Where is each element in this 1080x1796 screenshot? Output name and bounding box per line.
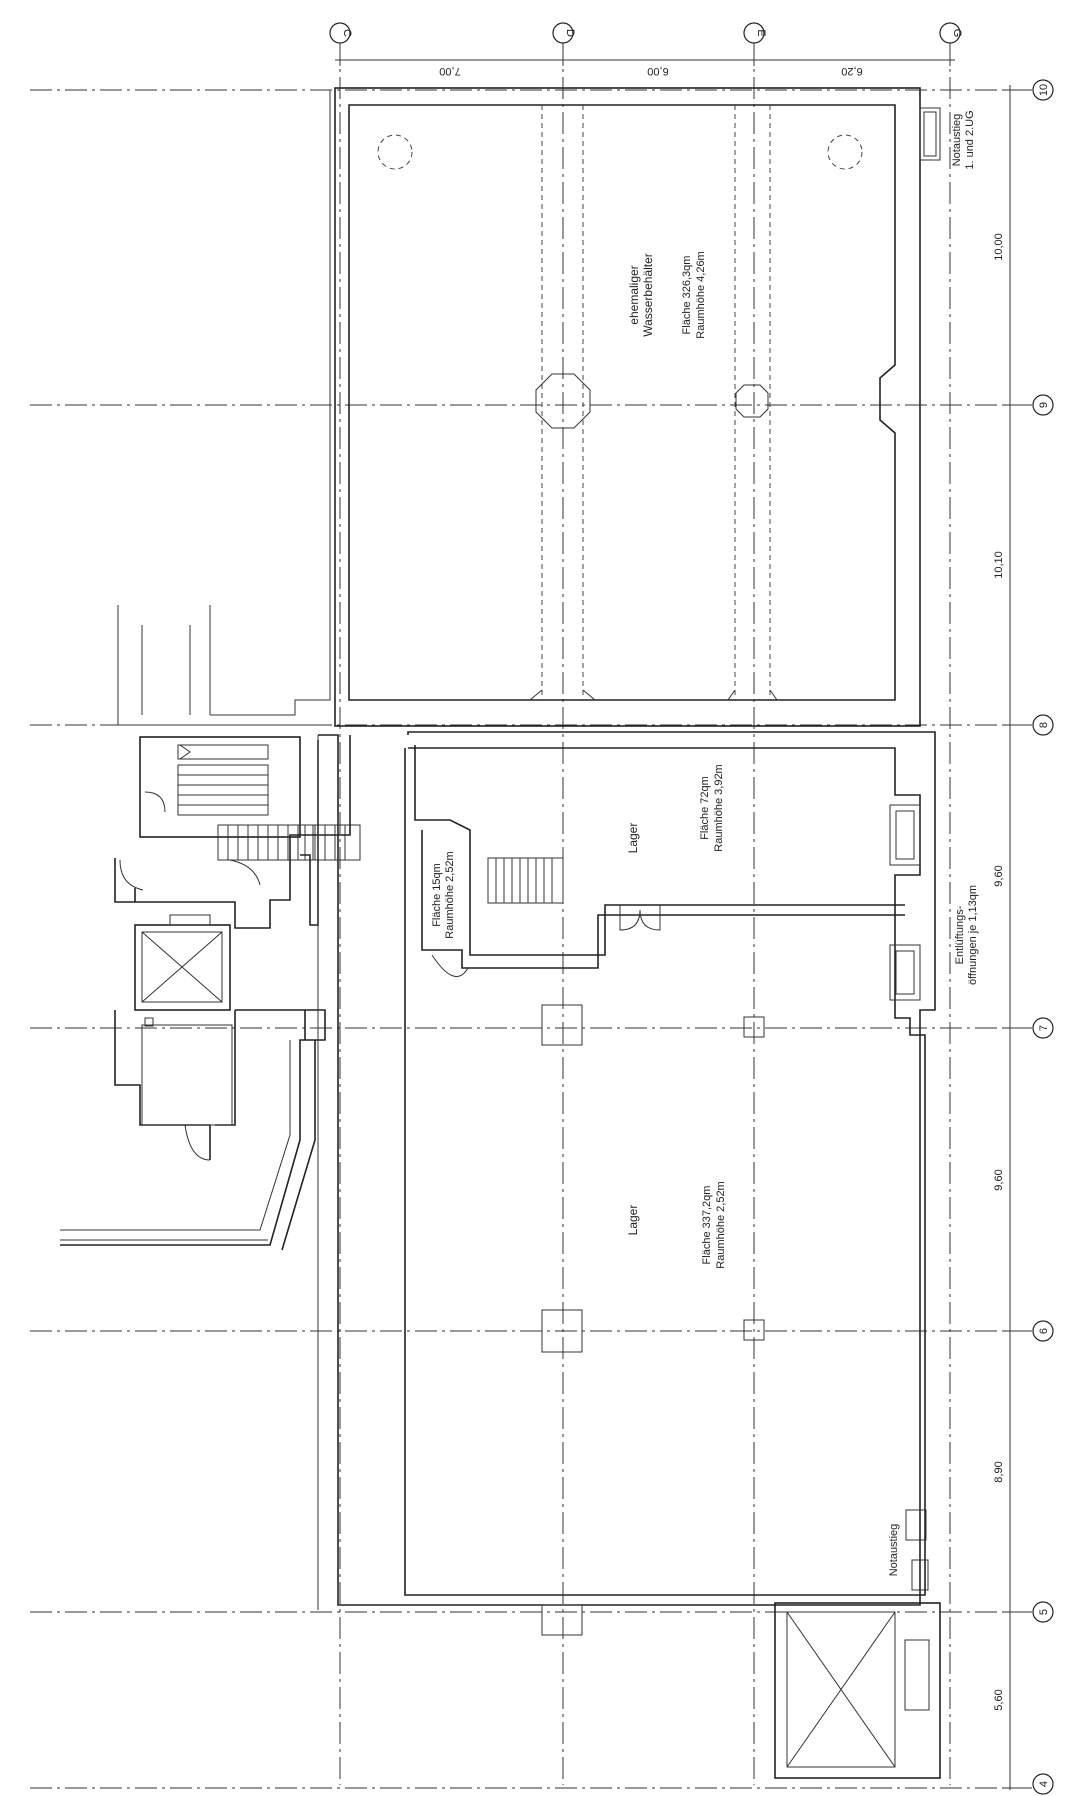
- storage-big-height: Raumhöhe 2,52m: [715, 1181, 727, 1268]
- storage-big-area: Fläche 337,2qm: [701, 1186, 713, 1265]
- grid-bubbles-rows: 10 9 8 7 6 5 4: [1032, 79, 1054, 1795]
- ventilation-note-line2: öffnungen je 1,13qm: [967, 885, 979, 985]
- grid-label-7: 7: [1038, 1025, 1050, 1031]
- grid-bubbles-columns: C D E G: [329, 22, 963, 44]
- grid-label-9: 9: [1038, 402, 1050, 408]
- small-room-height: Raumhöhe 2,52m: [444, 851, 456, 938]
- grid-label-c: C: [341, 29, 353, 37]
- dimension-9-8: 10,10: [993, 551, 1005, 579]
- storage-building-structure: [318, 731, 941, 1779]
- emergency-exit-top-line2: 1. und 2.UG: [964, 110, 976, 169]
- grid-label-5: 5: [1038, 1609, 1050, 1615]
- ventilation-note-line1: Entlüftungs-: [954, 905, 966, 964]
- water-tank-structure: [334, 87, 941, 727]
- dimension-line-right: 10,00 10,10 9,60 9,60 8,90 5,60: [993, 85, 1016, 1790]
- dimension-8-7: 9,60: [993, 865, 1005, 886]
- grid-label-10: 10: [1038, 84, 1050, 96]
- grid-label-d: D: [564, 29, 576, 37]
- left-annex-structure: [60, 90, 361, 1610]
- grid-label-8: 8: [1038, 722, 1050, 728]
- dimension-6-5: 8,90: [993, 1461, 1005, 1482]
- grid-lines: [30, 42, 1035, 1789]
- water-tank-name-line2: Wasserbehälter: [641, 253, 655, 337]
- water-tank-height: Raumhöhe 4,26m: [695, 251, 707, 338]
- dimension-10-9: 10,00: [993, 233, 1005, 261]
- small-room-area: Fläche 15qm: [431, 863, 443, 927]
- dimension-eg: 6,20: [841, 65, 862, 77]
- dimension-line-top: 7,00 6,00 6,20: [335, 54, 955, 77]
- water-tank-name-line1: ehemaliger: [627, 265, 641, 324]
- dimension-de: 6,00: [647, 65, 668, 77]
- grid-label-g: G: [951, 29, 963, 38]
- storage-small-height: Raumhöhe 3,92m: [713, 764, 725, 851]
- storage-big-name: Lager: [626, 1205, 640, 1236]
- storage-small-name: Lager: [626, 823, 640, 854]
- water-tank-area: Fläche 326,3qm: [681, 256, 693, 335]
- grid-label-4: 4: [1038, 1781, 1050, 1787]
- grid-label-6: 6: [1038, 1328, 1050, 1334]
- grid-label-e: E: [755, 29, 767, 36]
- emergency-exit-top-line1: Notaustieg: [951, 114, 963, 167]
- emergency-exit-bottom: Notaustieg: [888, 1524, 900, 1577]
- dimension-5-4: 5,60: [993, 1689, 1005, 1710]
- dimension-cd: 7,00: [439, 65, 460, 77]
- storage-small-area: Fläche 72qm: [699, 776, 711, 840]
- dimension-7-6: 9,60: [993, 1169, 1005, 1190]
